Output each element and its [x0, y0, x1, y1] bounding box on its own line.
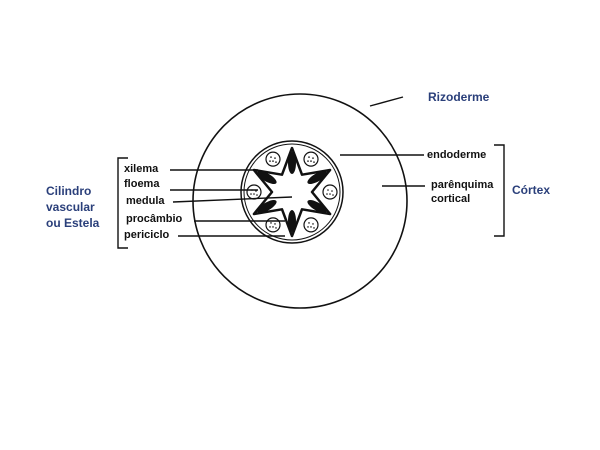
- phloem-dot: [308, 156, 310, 158]
- stele-label-line-1: Cilindro: [46, 184, 92, 198]
- phloem-dot: [312, 157, 314, 159]
- endoderme-label: endoderme: [427, 149, 487, 161]
- stele-label-line-3: ou Estela: [46, 216, 100, 230]
- phloem-patch: [303, 151, 319, 167]
- phloem-dot: [275, 161, 277, 163]
- floema-label: floema: [124, 178, 160, 190]
- phloem-dot: [310, 160, 312, 162]
- parenquima-label-1: parênquima: [431, 179, 494, 191]
- xylem-arm: [288, 152, 296, 174]
- medula-label: medula: [126, 195, 165, 207]
- phloem-dot: [270, 156, 272, 158]
- stele-label: Cilindro vascular ou Estela: [46, 183, 99, 231]
- phloem-patch: [322, 184, 338, 200]
- medula-leader: [172, 196, 293, 203]
- xilema-label: xilema: [124, 163, 159, 175]
- rizoderme-label: Rizoderme: [428, 90, 490, 104]
- cortex-bracket: [494, 144, 505, 237]
- phloem-dot: [269, 160, 271, 162]
- phloem-dot: [274, 157, 276, 159]
- phloem-dot: [310, 226, 312, 228]
- phloem-dot: [269, 226, 271, 228]
- phloem-dot: [307, 160, 309, 162]
- phloem-dot: [313, 227, 315, 229]
- phloem-dot: [250, 193, 252, 195]
- phloem-dot: [307, 226, 309, 228]
- periciclo-circle: [243, 143, 341, 241]
- phloem-dot: [312, 223, 314, 225]
- phloem-dot: [270, 222, 272, 224]
- phloem-dot: [329, 193, 331, 195]
- phloem-dot: [272, 160, 274, 162]
- xylem-star: [246, 146, 338, 238]
- xylem-arm: [288, 210, 296, 232]
- stele-label-line-2: vascular: [46, 200, 95, 214]
- phloem-dot: [275, 227, 277, 229]
- phloem-dot: [326, 193, 328, 195]
- stele-bracket: [117, 157, 128, 249]
- phloem-patch: [246, 184, 262, 200]
- phloem-dot: [313, 161, 315, 163]
- periciclo-label: periciclo: [124, 229, 170, 241]
- phloem-dot: [308, 222, 310, 224]
- phloem-dot: [274, 223, 276, 225]
- endoderme-outer-circle: [240, 140, 344, 244]
- phloem-patch: [265, 151, 281, 167]
- phloem-dot: [332, 194, 334, 196]
- xylem-arm: [307, 171, 327, 184]
- phloem-dot: [256, 194, 258, 196]
- xylem-arm: [257, 200, 277, 213]
- phloem-patch: [303, 217, 319, 233]
- phloem-patch: [265, 217, 281, 233]
- parenquima-label-2: cortical: [431, 193, 471, 205]
- phloem-dot: [272, 226, 274, 228]
- xylem-arm: [257, 171, 277, 184]
- procambio-label: procâmbio: [126, 213, 183, 225]
- cortex-label: Córtex: [512, 183, 551, 197]
- xylem-arm: [307, 200, 327, 213]
- rizoderme-leader: [369, 96, 404, 107]
- phloem-dot: [331, 190, 333, 192]
- phloem-dot: [327, 189, 329, 191]
- phloem-dot: [253, 193, 255, 195]
